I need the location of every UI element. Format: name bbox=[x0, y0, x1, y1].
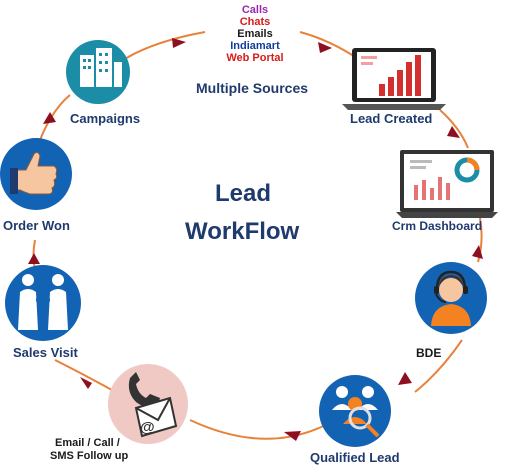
source-web-portal: Web Portal bbox=[226, 52, 284, 64]
arrow-icon bbox=[447, 126, 460, 138]
headset-agent-icon bbox=[415, 262, 487, 334]
arrow-icon bbox=[28, 253, 40, 264]
campaigns-icon bbox=[66, 40, 130, 104]
node-label-lead-created: Lead Created bbox=[350, 111, 433, 126]
arrow-icon bbox=[472, 245, 483, 259]
arrow-icon bbox=[43, 112, 56, 124]
flow-arrows bbox=[28, 38, 483, 441]
qualified-lead-icon bbox=[319, 375, 391, 447]
node-label-sales-visit: Sales Visit bbox=[13, 345, 78, 360]
handshake-meeting-icon bbox=[5, 265, 81, 341]
node-label-crm-dashboard: Crm Dashboard bbox=[392, 219, 483, 233]
diagram-title-line2: WorkFlow bbox=[185, 218, 300, 245]
node-label-qualified-lead: Qualified Lead bbox=[310, 450, 400, 465]
source-indiamart: Indiamart bbox=[230, 40, 280, 52]
laptop-chart-icon bbox=[342, 48, 446, 110]
source-chats: Chats bbox=[239, 16, 271, 28]
source-calls: Calls bbox=[241, 4, 269, 16]
email-call-icon: @ bbox=[108, 364, 188, 444]
node-label-order-won: Order Won bbox=[3, 218, 70, 233]
node-label-campaigns: Campaigns bbox=[70, 111, 141, 126]
node-label-followup-line2: SMS Follow up bbox=[50, 450, 129, 462]
arrow-icon bbox=[398, 372, 412, 385]
svg-text:@: @ bbox=[140, 419, 155, 436]
node-label-followup-line1: Email / Call / bbox=[55, 437, 120, 449]
arrow-icon bbox=[172, 38, 186, 48]
node-label-bde: BDE bbox=[416, 346, 442, 360]
dashboard-monitor-icon bbox=[396, 150, 498, 218]
source-emails: Emails bbox=[237, 28, 273, 40]
diagram-title-line1: Lead bbox=[215, 180, 272, 207]
arrow-icon bbox=[80, 377, 92, 389]
arrow-icon bbox=[318, 42, 332, 53]
multiple-sources-caption: Multiple Sources bbox=[196, 80, 309, 96]
arrow-icon bbox=[284, 431, 301, 441]
thumbs-up-icon bbox=[0, 138, 72, 210]
